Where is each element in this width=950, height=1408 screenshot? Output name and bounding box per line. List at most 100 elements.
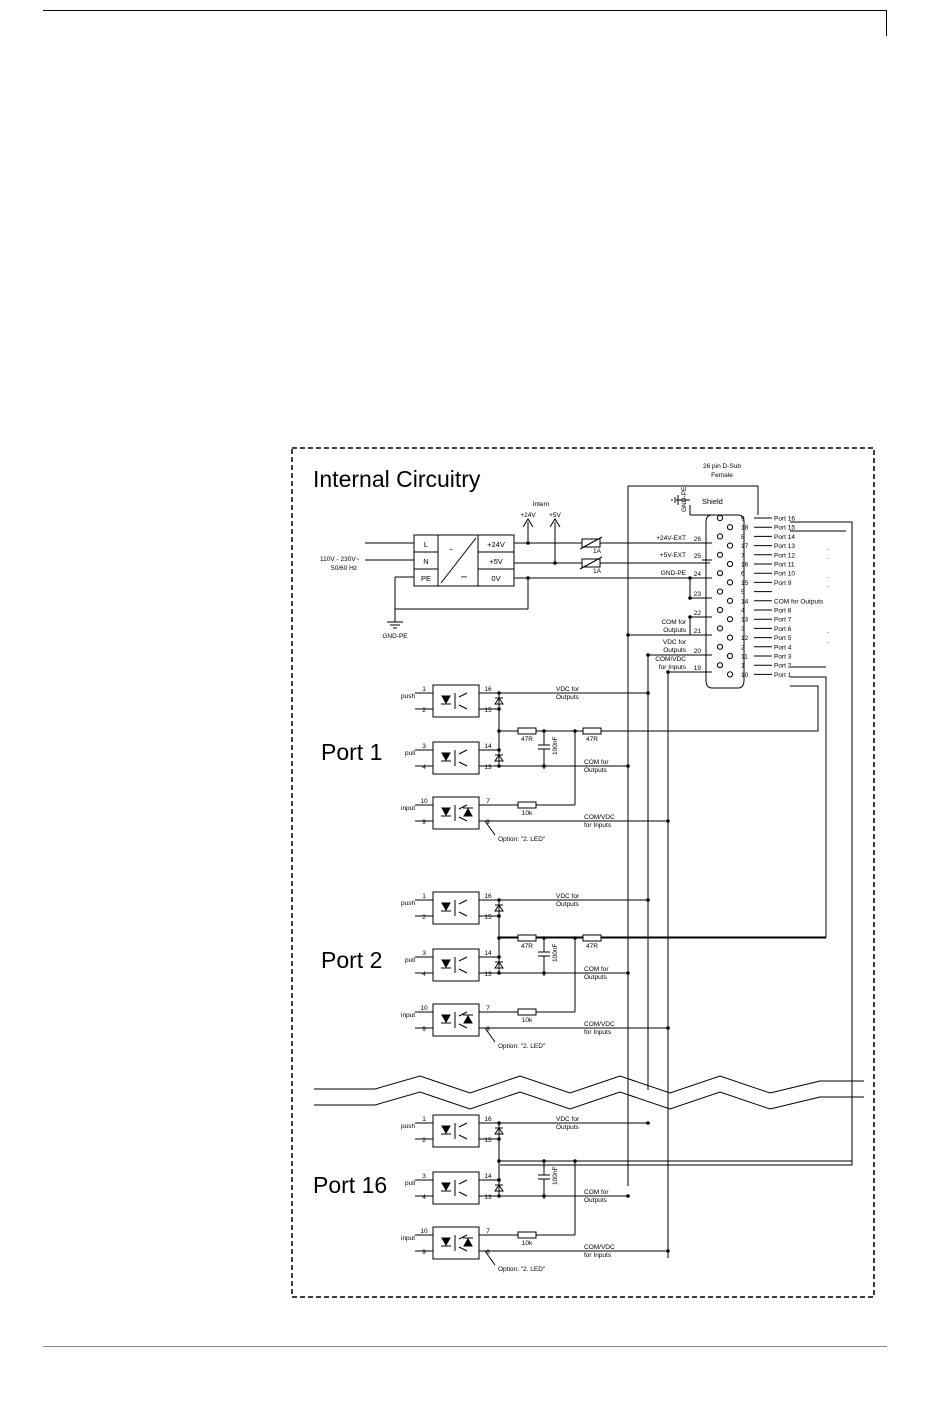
optocoupler (432, 1114, 480, 1148)
junction-dot (497, 1137, 501, 1141)
push-label: push (401, 693, 415, 700)
led-icon (441, 1125, 451, 1135)
pin-number: 10 (420, 1005, 428, 1012)
pin-number: 15 (484, 1137, 492, 1144)
dc-symbol: ⎓ (461, 572, 468, 581)
pin-number: 7 (486, 1228, 490, 1235)
resistor-label: 47R (521, 736, 533, 743)
transistor (458, 1122, 468, 1128)
pin-number: 14 (484, 1173, 492, 1180)
pin-number: 7 (486, 798, 490, 805)
port-label: Port 1 (321, 739, 382, 765)
dsub-pin-label: Port 6 (774, 626, 792, 633)
push-label: push (401, 1123, 415, 1130)
junction-dot (666, 1249, 670, 1253)
dsub-pin-label: Port 5 (774, 635, 792, 642)
dsub-pin-number: 13 (741, 617, 749, 624)
pin-number: 9 (422, 819, 426, 826)
signal-name: COM for (661, 619, 686, 626)
comvdc-label: for Inputs (584, 1029, 612, 1036)
led-icon (441, 1182, 451, 1192)
led-icon (441, 1237, 451, 1247)
signal-name: for Inputs (659, 664, 687, 671)
dsub-pin-label: Port 16 (774, 516, 795, 523)
comvdc-label: for Inputs (584, 1252, 612, 1259)
dsub-pin-number: 5 (741, 589, 745, 596)
connector-gender: Female (711, 472, 733, 479)
input-label: input (401, 805, 415, 812)
dsub-pin-hole (716, 643, 724, 650)
signal-name: VDC for (663, 639, 687, 646)
junction-dot (646, 691, 650, 695)
signal-name: Outputs (663, 647, 687, 654)
pin-number: 10 (420, 1228, 428, 1235)
option-label: Option: "2. LED" (498, 1266, 546, 1273)
signal-name: +5V-EXT (660, 552, 686, 559)
dsub-pin-hole (716, 514, 724, 522)
option-leader (484, 1027, 496, 1043)
comvdc-label: COM/VDC (584, 814, 615, 821)
resistor-label: 47R (521, 943, 533, 950)
junction-dot (666, 1026, 670, 1030)
ellipsis-dot: . (827, 552, 829, 561)
dsub-pin-label: Port 4 (774, 644, 792, 651)
junction-dot (497, 1178, 501, 1182)
diode (494, 1184, 504, 1192)
junction-dot (666, 819, 670, 823)
dsub-pin-label: Port 10 (774, 571, 795, 578)
junction-dot (646, 898, 650, 902)
dsub-pin-number: 14 (741, 598, 749, 605)
signal-pin-25: 25 (694, 553, 702, 560)
dsub-pin-number: 6 (741, 571, 745, 578)
comvdc-label: COM/VDC (584, 1021, 615, 1028)
transistor (458, 956, 468, 962)
junction-dot (666, 670, 670, 674)
optocoupler (432, 1003, 480, 1037)
pin-number: 16 (484, 1116, 492, 1123)
resistor (517, 1008, 537, 1016)
junction-dot (646, 653, 650, 657)
dsub-connector-body (705, 514, 745, 689)
junction-dot (553, 561, 557, 565)
input-label: input (401, 1012, 415, 1019)
signal-pin-23: 23 (694, 591, 702, 598)
transistor (458, 816, 468, 822)
dsub-pin-hole (716, 625, 724, 632)
dsub-pin-hole (716, 570, 724, 577)
transistor (458, 804, 468, 810)
transistor (458, 692, 468, 698)
transistor (458, 1179, 468, 1185)
optocoupler (432, 796, 480, 830)
junction-dot (542, 971, 546, 975)
resistor-label: 10k (522, 1017, 533, 1024)
junction-dot (646, 1121, 650, 1125)
dsub-pin-label: Port 7 (774, 617, 792, 624)
resistor-label: 47R (586, 943, 598, 950)
pin-number: 3 (422, 950, 426, 957)
pin-number: 7 (486, 1005, 490, 1012)
cap-label: 100nF (552, 944, 559, 962)
resistor-label: 10k (522, 1240, 533, 1247)
pin-number: 13 (484, 971, 492, 978)
junction-dot (626, 633, 630, 637)
dsub-pin-hole (726, 634, 734, 641)
dsub-pin-hole (716, 588, 724, 595)
led-icon (441, 902, 451, 912)
transistor (458, 761, 468, 767)
diode (494, 697, 504, 705)
pin-number: 1 (422, 686, 426, 693)
option-leader (484, 820, 496, 836)
dsub-pin-label: Port 2 (774, 663, 792, 670)
junction-dot (497, 691, 501, 695)
ac-symbol: ~ (449, 545, 454, 554)
junction-dot (542, 936, 546, 940)
comvdc-label: for Inputs (584, 822, 612, 829)
option-leader (484, 1250, 496, 1266)
transistor (458, 749, 468, 755)
pull-label: pull (405, 750, 416, 757)
psu-pin-out: 0V (491, 574, 500, 583)
pin-number: 13 (484, 764, 492, 771)
dsub-pin-label: Port 12 (774, 552, 795, 559)
transistor (458, 1023, 468, 1029)
